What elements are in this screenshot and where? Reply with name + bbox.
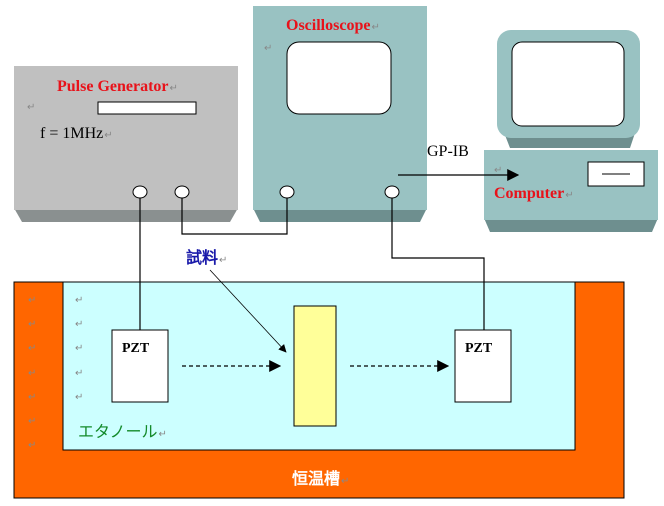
return-mark: ↵ [28, 416, 37, 427]
return-mark: ↵ [28, 440, 37, 451]
return-mark: ↵ [75, 392, 84, 403]
oscilloscope-port-1 [279, 185, 295, 199]
return-mark: ↵ [28, 343, 37, 354]
return-mark: ↵ [75, 343, 84, 354]
return-mark: ↵ [264, 43, 273, 54]
wires [139, 169, 520, 372]
wire-oscilloscope-to-pzt [391, 198, 485, 330]
return-mark: ↵ [27, 102, 36, 113]
pzt-right-box [454, 329, 512, 403]
gpib-label: GP-IB [427, 143, 469, 160]
return-mark: ↵ [494, 165, 503, 176]
thermostat-bath-label: 恒温槽↵ [292, 469, 350, 488]
return-mark: ↵ [75, 319, 84, 330]
computer-device [484, 30, 658, 232]
pzt-left-label: PZT [122, 341, 150, 356]
return-mark: ↵ [28, 295, 37, 306]
wire-generator-to-oscilloscope [181, 198, 288, 235]
oscilloscope-port-2 [384, 185, 400, 199]
frequency-label: f = 1MHz↵ [40, 125, 113, 142]
return-mark: ↵ [28, 392, 37, 403]
pulse-generator-device [14, 66, 238, 222]
pulse-generator-title: Pulse Generator↵ [57, 78, 178, 95]
return-mark: ↵ [75, 295, 84, 306]
generator-port-1 [132, 185, 148, 199]
computer-title: Computer↵ [494, 185, 574, 202]
return-mark: ↵ [28, 319, 37, 330]
oscilloscope-device [253, 6, 427, 222]
sample-pointer-arrow [209, 269, 287, 353]
generator-port-2 [174, 185, 190, 199]
return-mark: ↵ [28, 368, 37, 379]
computer-monitor-screen [511, 41, 625, 127]
generator-display [97, 101, 197, 115]
pzt-right-label: PZT [465, 341, 493, 356]
sample-label: 試料↵ [186, 248, 228, 267]
oscilloscope-title: Oscilloscope↵ [286, 17, 380, 34]
return-mark: ↵ [75, 368, 84, 379]
ethanol-label: エタノール↵ [78, 422, 167, 441]
sample-block [293, 305, 337, 427]
oscilloscope-screen [286, 41, 392, 115]
pzt-left-box [111, 329, 169, 403]
